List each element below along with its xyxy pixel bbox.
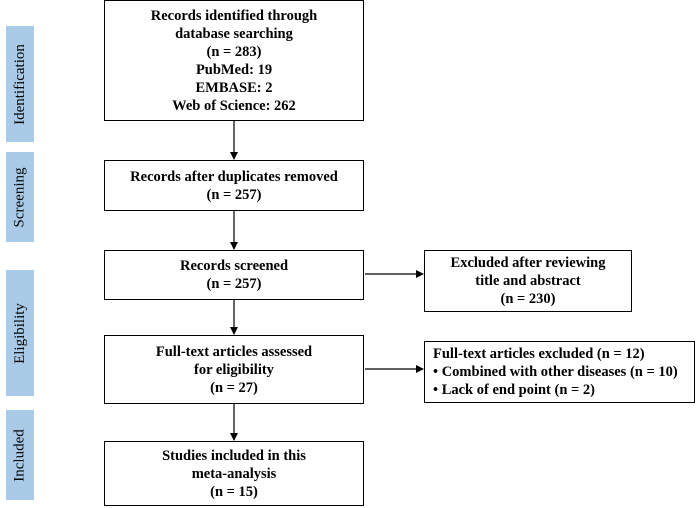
phase-included: Included xyxy=(6,410,34,500)
box-line: Records identified through xyxy=(150,7,318,24)
box-studies-included: Studies included in this meta-analysis (… xyxy=(104,441,364,506)
box-line: Full-text articles excluded (n = 12) xyxy=(433,346,645,362)
box-line: • Lack of end point (n = 2) xyxy=(433,382,595,398)
box-fulltext-excluded: Full-text articles excluded (n = 12) • C… xyxy=(424,341,695,403)
box-line: Studies included in this xyxy=(162,447,306,464)
box-line: meta-analysis xyxy=(191,465,277,482)
box-line: (n = 257) xyxy=(206,276,262,292)
box-line: Web of Science: 262 xyxy=(172,97,296,114)
box-line: EMBASE: 2 xyxy=(195,79,273,96)
phase-identification: Identification xyxy=(6,26,34,142)
box-records-identified: Records identified through database sear… xyxy=(104,0,364,121)
box-line: Excluded after reviewing xyxy=(450,255,606,271)
box-line: for eligibility xyxy=(194,361,274,378)
box-line: (n = 257) xyxy=(206,186,262,203)
box-line: (n = 15) xyxy=(210,483,258,500)
box-line: (n = 27) xyxy=(210,379,258,396)
box-duplicates-removed: Records after duplicates removed (n = 25… xyxy=(104,160,364,211)
box-records-screened: Records screened (n = 257) xyxy=(104,250,364,300)
box-line: Full-text articles assessed xyxy=(155,343,313,360)
box-line: title and abstract xyxy=(475,273,581,289)
box-line: • Combined with other diseases (n = 10) xyxy=(433,364,678,380)
box-line: database searching xyxy=(175,25,293,42)
box-line: (n = 283) xyxy=(206,43,262,60)
box-excluded-title-abstract: Excluded after reviewing title and abstr… xyxy=(424,250,632,312)
phase-screening: Screening xyxy=(6,152,34,242)
box-line: (n = 230) xyxy=(500,291,556,307)
phase-eligibility: Eligibility xyxy=(6,270,34,396)
box-fulltext-assessed: Full-text articles assessed for eligibil… xyxy=(104,335,364,404)
box-line: PubMed: 19 xyxy=(195,61,273,78)
box-line: Records after duplicates removed xyxy=(130,168,338,185)
box-line: Records screened xyxy=(179,258,289,274)
